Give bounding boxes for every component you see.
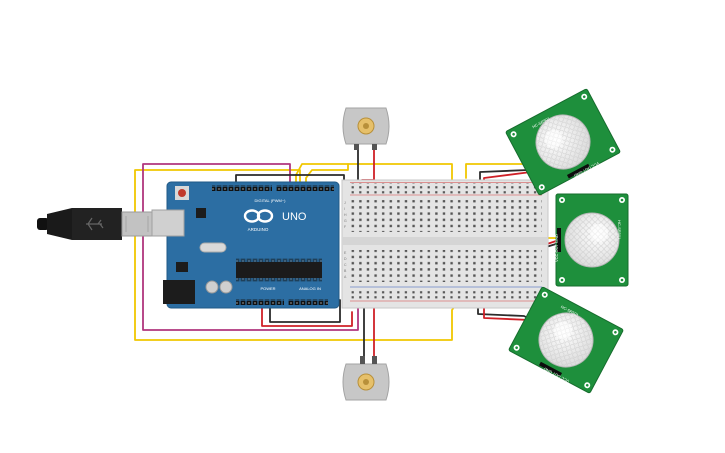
pir-sensor-bottom[interactable]: HC-SR501 VCC OUT GND — [507, 286, 625, 396]
arduino-uno-board[interactable]: DIGITAL (PWM~) ARDUINO UNO POWER ANALOG … — [151, 181, 340, 309]
yellow-wire-breadboard-top[interactable] — [305, 163, 349, 187]
power-label: POWER — [260, 286, 275, 291]
reset-button-icon[interactable] — [175, 186, 189, 200]
atmega-chip — [236, 262, 322, 278]
row-letter-e: E — [344, 251, 347, 255]
row-letter-f: F — [344, 225, 346, 229]
pir-middle-pins: VCC OUT GND — [554, 234, 559, 262]
row-letter-g: G — [344, 219, 347, 223]
board-model: UNO — [282, 211, 307, 223]
usb-cable[interactable] — [37, 208, 153, 240]
row-letter-b: B — [344, 269, 347, 273]
row-letter-h: H — [344, 213, 347, 217]
row-letter-i: I — [344, 207, 345, 211]
dc-motor-bottom[interactable] — [342, 356, 390, 401]
digital-label: DIGITAL (PWM~) — [255, 198, 287, 203]
row-letter-a: A — [344, 275, 347, 279]
row-letter-j: J — [344, 201, 346, 205]
red-wire-bottom-5v[interactable] — [261, 301, 353, 327]
analog-label: ANALOG IN — [299, 286, 321, 291]
dc-motor-top[interactable] — [342, 107, 390, 150]
magenta-wire-loop[interactable] — [142, 163, 359, 331]
usb-plug-icon — [86, 217, 104, 231]
digital-header-left[interactable] — [212, 185, 272, 191]
row-letter-c: C — [344, 263, 347, 267]
row-letter-d: D — [344, 257, 347, 261]
breadboard[interactable]: J I H G F E D C B A — [341, 179, 549, 309]
black-wire-bottom-gnd[interactable] — [269, 299, 341, 323]
pir-middle-label: HC-SR501 — [617, 220, 622, 240]
digital-header-right[interactable] — [276, 185, 334, 191]
power-header[interactable] — [236, 299, 284, 305]
pir-sensor-middle[interactable]: HC-SR501 VCC OUT GND — [554, 193, 629, 287]
arduino-infinity-logo-icon — [243, 209, 274, 223]
analog-header[interactable] — [288, 299, 328, 305]
board-brand: ARDUINO — [248, 227, 269, 232]
